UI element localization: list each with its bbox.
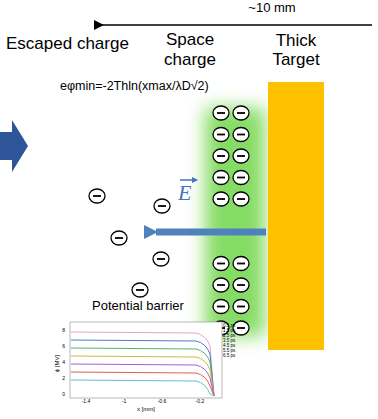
legend-entry: 4.5 ps (223, 343, 235, 348)
legend-entry: 6.5 ps (223, 353, 235, 358)
legend-entry: 3.5 ps (223, 338, 235, 343)
region-label: Escaped charge (6, 34, 129, 54)
legend-entry: 5.5 ps (223, 348, 235, 353)
tick-label: 8 (62, 328, 65, 334)
dimension-label: ~10 mm (246, 1, 297, 16)
space-charge-glow (205, 108, 265, 336)
axis-label: ϕ [MV] (54, 355, 61, 372)
tick-label: -0.2 (196, 399, 205, 405)
field-arrow (156, 229, 266, 236)
formula: eφmin=-2Thln(xmax/λD√2) (60, 79, 209, 93)
target-heading: Thick Target (264, 31, 328, 70)
dimension-arrow (102, 24, 372, 26)
axis-label: x [mm] (137, 406, 155, 413)
electrons (89, 106, 249, 335)
tick-label: -1 (122, 399, 126, 405)
block-arrow (0, 120, 28, 172)
potential-plot (70, 322, 222, 398)
legend-entry: 2.5 ps (223, 333, 235, 338)
legend-entry: 0.5 ps (223, 323, 235, 328)
plot-title: Potential barrier (92, 299, 184, 314)
tick-label: -0.6 (158, 399, 167, 405)
tick-label: 0 (62, 392, 65, 398)
legend-entry: 1.5 ps (223, 328, 235, 333)
tick-label: -1.4 (82, 399, 91, 405)
tick-label: 4 (62, 360, 65, 366)
field-symbol: E (178, 180, 191, 205)
region-label: Space charge (157, 30, 223, 69)
tick-label: 6 (62, 344, 65, 350)
tick-label: 2 (62, 376, 65, 382)
target-block: Thick Target (268, 82, 324, 350)
